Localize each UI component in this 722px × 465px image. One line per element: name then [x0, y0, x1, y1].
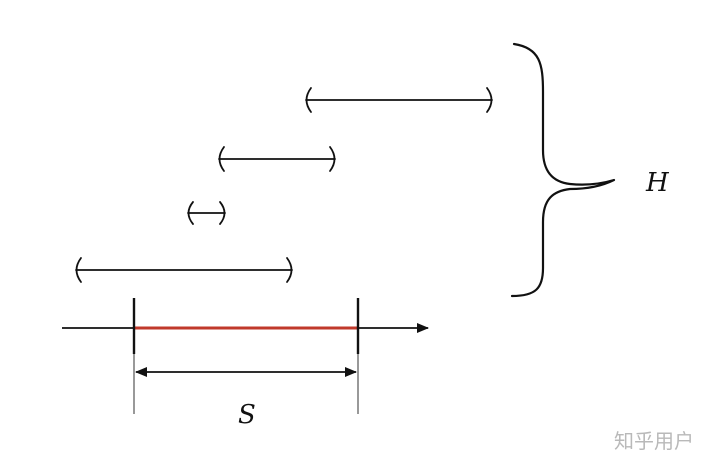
interval-4-right-paren [486, 87, 493, 113]
label-h: H [645, 168, 670, 198]
interval-2-right-paren [219, 201, 226, 225]
watermark-text: 知乎用户 [614, 429, 694, 453]
right-curly-brace [510, 42, 616, 298]
interval-2 [187, 201, 226, 225]
interval-1-right-paren [286, 257, 293, 283]
interval-1 [75, 257, 293, 283]
interval-4 [305, 87, 493, 113]
label-s: S [238, 400, 256, 430]
interval-3 [218, 146, 336, 172]
interval-3-right-paren [329, 146, 336, 172]
